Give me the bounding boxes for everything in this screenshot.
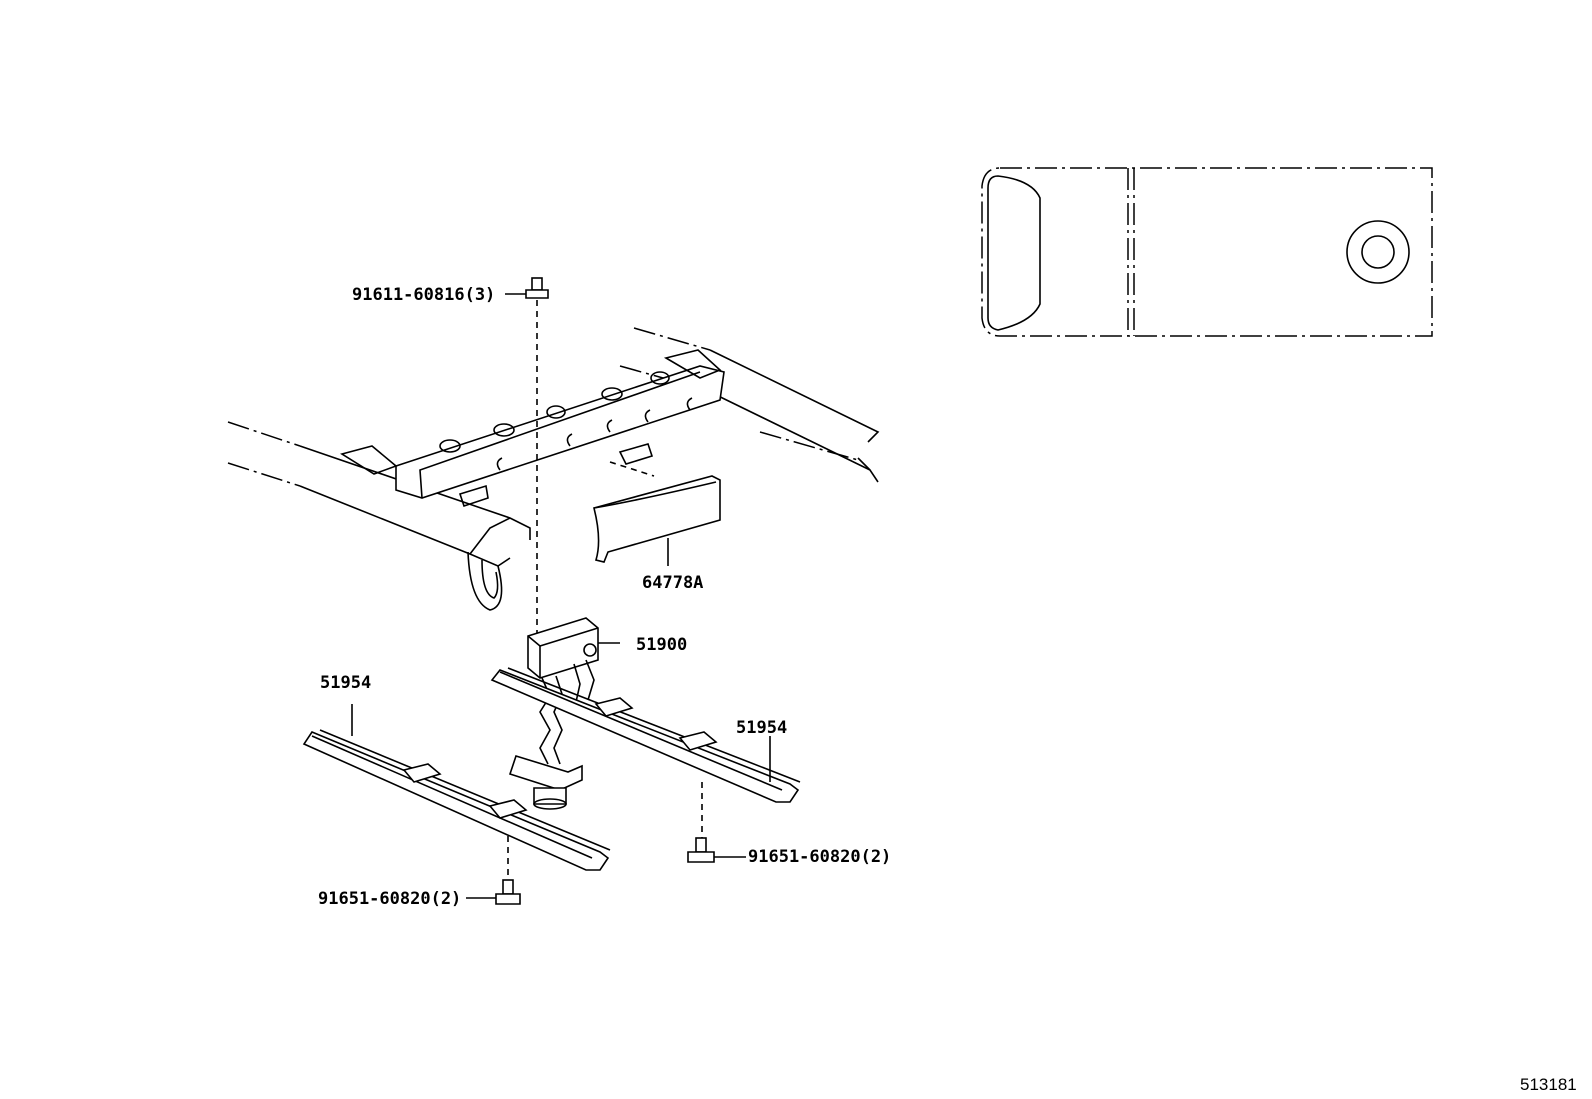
- vehicle-frame: [227, 327, 880, 611]
- windshield-shape: [987, 175, 1041, 331]
- cover-64778A: [593, 461, 721, 566]
- vehicle-locator: [981, 167, 1433, 337]
- label-carrier-51900: 51900: [636, 635, 687, 655]
- bolt-91611-60816: [505, 277, 549, 299]
- spare-tire-location-outer: [1346, 220, 1410, 284]
- label-bolt-91651-60820-left: 91651-60820(2): [318, 889, 461, 909]
- figure-number: 513181: [1520, 1075, 1577, 1094]
- spare-tire-location-inner: [1361, 235, 1395, 269]
- label-rail-51954-left: 51954: [320, 673, 371, 693]
- bolt-91651-60820-left: [466, 879, 521, 905]
- rail-51954-left: [302, 704, 611, 871]
- label-bolt-91611-60816: 91611-60816(3): [352, 285, 495, 305]
- carrier-51900: [508, 617, 620, 810]
- label-bolt-91651-60820-right: 91651-60820(2): [748, 847, 891, 867]
- rail-51954-right: [490, 667, 801, 803]
- bolt-91651-60820-right: [687, 837, 746, 863]
- label-cover-64778A: 64778A: [642, 573, 703, 593]
- label-rail-51954-right: 51954: [736, 718, 787, 738]
